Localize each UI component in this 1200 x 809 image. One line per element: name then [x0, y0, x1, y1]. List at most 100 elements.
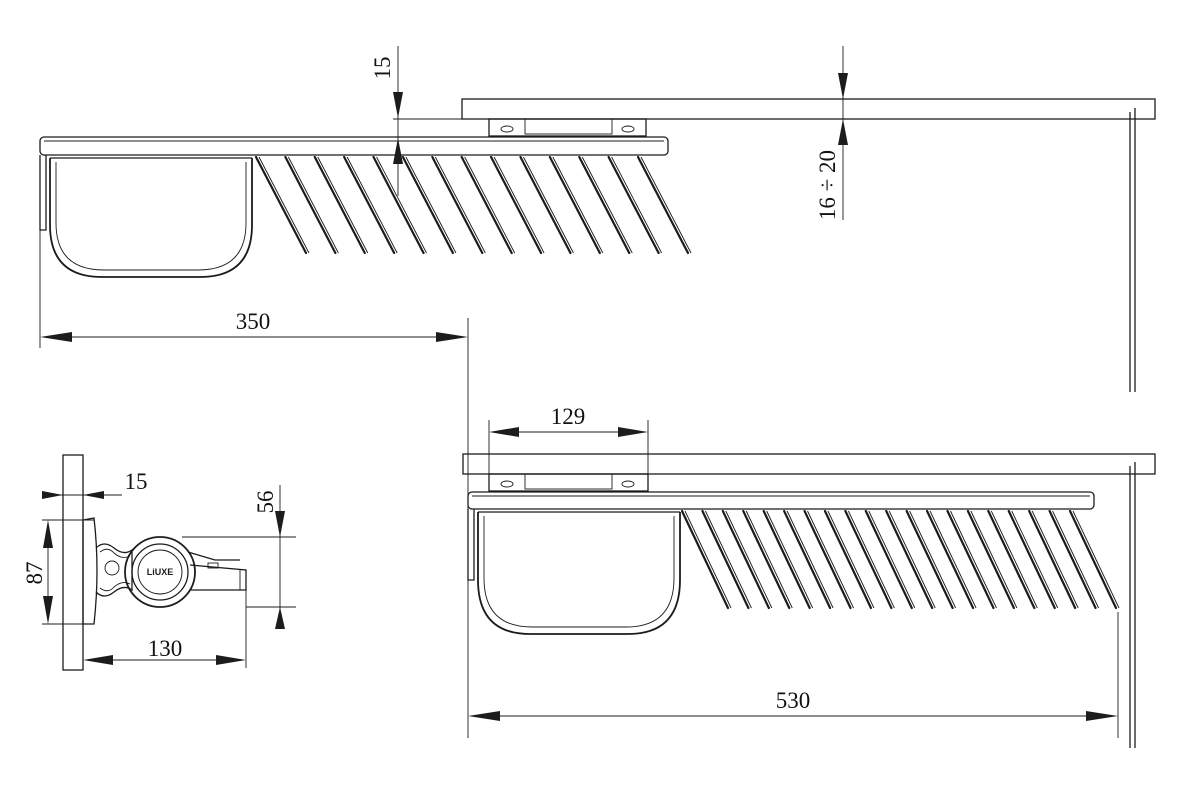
- dim-label-87: 87: [22, 562, 47, 585]
- bottom-rod: [885, 509, 934, 610]
- bottom-rod: [1068, 509, 1118, 610]
- bottom-wall: [1129, 462, 1136, 748]
- bottom-rod-edge: [929, 510, 977, 609]
- top-rod-edge: [493, 156, 545, 254]
- top-rod: [578, 155, 631, 255]
- top-rod-edge: [523, 156, 574, 254]
- bottom-mounting-bracket: [488, 473, 649, 492]
- bottom-rod: [864, 509, 913, 610]
- bottom-rod: [1048, 509, 1097, 610]
- top-rod: [254, 155, 308, 255]
- dim-label-530: 530: [776, 688, 811, 713]
- bottom-rod: [946, 509, 995, 610]
- dim-side-depth: 130: [82, 590, 247, 668]
- top-rod-edge: [464, 156, 516, 254]
- dim-label-top-15: 15: [370, 57, 395, 80]
- bottom-rod-edge: [745, 510, 793, 609]
- bottom-rod-edge: [1052, 510, 1099, 609]
- dim-top-gap: 16 ÷ 20: [815, 46, 848, 220]
- dim-bottom-width: 530: [468, 612, 1119, 738]
- bottom-rod-edge: [705, 510, 752, 609]
- bottom-rod: [925, 509, 975, 610]
- bottom-rod: [1007, 509, 1056, 610]
- liuxe-logo: LiUXE: [147, 567, 174, 577]
- top-shelf-board: [461, 98, 1156, 120]
- top-rod: [460, 155, 513, 255]
- top-view: 350 15 16 ÷ 20: [39, 46, 1156, 738]
- bottom-rod: [742, 509, 791, 610]
- bottom-rod: [823, 509, 873, 610]
- bottom-basket: [477, 511, 681, 635]
- bottom-shelf-board: [462, 453, 1156, 475]
- top-rod-edge: [258, 156, 310, 254]
- dim-label-56: 56: [253, 491, 278, 514]
- bottom-rod-edge: [725, 510, 773, 609]
- dim-label-129: 129: [551, 404, 586, 429]
- bottom-rod-edge: [990, 510, 1038, 609]
- top-rail: [39, 136, 669, 156]
- side-mount-plate: [82, 517, 98, 625]
- top-rod-edge: [552, 156, 604, 254]
- bottom-rod-edge: [950, 510, 997, 609]
- bottom-rod: [762, 509, 811, 610]
- bottom-rod-edge: [847, 510, 895, 609]
- dim-label-16-20: 16 ÷ 20: [815, 150, 840, 220]
- bottom-rod: [966, 509, 1015, 610]
- bottom-rod-edge: [909, 510, 957, 609]
- top-rod: [519, 155, 572, 255]
- top-rods: [254, 155, 692, 255]
- bottom-rod: [987, 509, 1036, 610]
- bottom-rod-edge: [1011, 510, 1059, 609]
- side-knob: LiUXE: [124, 536, 196, 608]
- top-rod-edge: [611, 156, 663, 254]
- bottom-rod-edge: [684, 510, 732, 609]
- top-rod-edge: [581, 156, 633, 254]
- dim-side-drop: 56: [182, 485, 296, 629]
- bottom-rod-edge: [766, 510, 814, 609]
- top-rod-edge: [287, 156, 339, 254]
- dim-label-side-15: 15: [125, 469, 148, 494]
- top-rod: [401, 155, 455, 255]
- top-wall: [1129, 108, 1136, 392]
- bottom-rod-edge: [807, 510, 854, 609]
- bottom-rod: [721, 509, 770, 610]
- bottom-rod-edge: [970, 510, 1018, 609]
- bottom-front-plate: [467, 509, 475, 581]
- top-rod: [636, 155, 690, 255]
- top-front-plate: [39, 155, 47, 231]
- bottom-rod-edge: [827, 510, 875, 609]
- dim-bottom-bracket: 129: [488, 404, 649, 474]
- bottom-rod-edge: [888, 510, 936, 609]
- bottom-rods: [680, 509, 1120, 610]
- bottom-rod: [701, 509, 750, 610]
- top-mounting-bracket: [488, 118, 647, 137]
- top-basket: [49, 157, 253, 278]
- side-wall: [62, 454, 84, 671]
- bottom-rod: [680, 509, 730, 610]
- dim-side-height: 87: [22, 519, 94, 625]
- top-rod-edge: [376, 156, 427, 254]
- bottom-rod: [783, 509, 832, 610]
- top-rod: [607, 155, 660, 255]
- bottom-rod-edge: [868, 510, 916, 609]
- bottom-rod-edge: [1072, 510, 1120, 609]
- bottom-rod: [844, 509, 893, 610]
- dim-top-offset: 15: [370, 46, 462, 196]
- top-rod-edge: [640, 156, 692, 254]
- bottom-rod: [905, 509, 954, 610]
- dim-label-350: 350: [236, 309, 271, 334]
- dim-label-130: 130: [148, 636, 183, 661]
- top-rod-edge: [346, 156, 398, 254]
- side-hinge: [95, 543, 133, 597]
- bottom-rod-edge: [786, 510, 834, 609]
- side-arm: [187, 551, 247, 591]
- top-rod: [313, 155, 366, 255]
- top-rod: [343, 155, 396, 255]
- top-rod: [548, 155, 601, 255]
- top-rod-edge: [405, 156, 457, 254]
- top-rod: [372, 155, 425, 255]
- top-rod-edge: [317, 156, 369, 254]
- top-rod-edge: [434, 156, 486, 254]
- bottom-rod-edge: [1031, 510, 1079, 609]
